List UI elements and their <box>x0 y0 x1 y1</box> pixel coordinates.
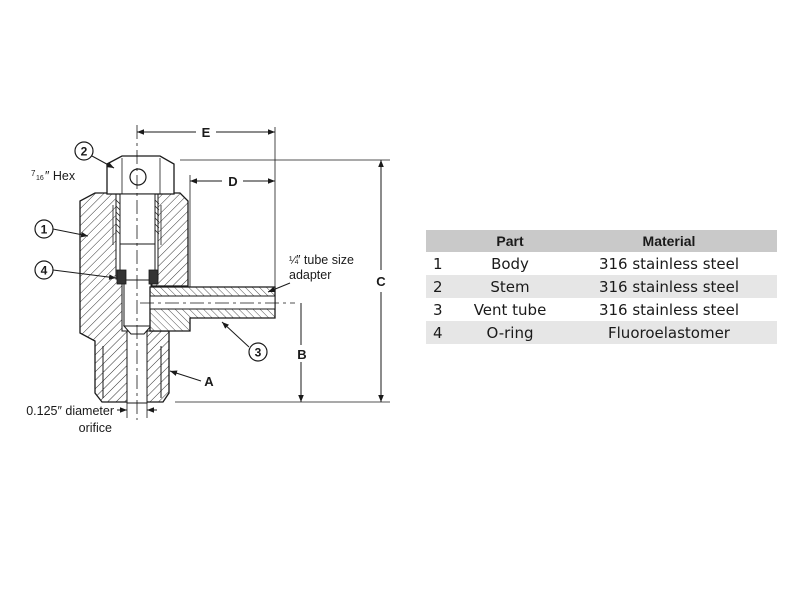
row-material: 316 stainless steel <box>598 254 740 273</box>
tube-size-label-line1: ″ tube size <box>296 253 354 267</box>
row-material: Fluoroelastomer <box>561 321 777 344</box>
balloon-1-label: 1 <box>41 223 48 237</box>
row-part: Body <box>491 254 529 273</box>
table-row: 1 Body 316 stainless steel <box>426 252 777 275</box>
orifice-callout: 0.125″ diameter orifice <box>26 403 157 435</box>
hex-fraction-numerator: 7 <box>31 169 36 178</box>
row-number: 1 <box>433 254 443 273</box>
header-number <box>426 230 459 252</box>
orifice-label-line1: 0.125″ diameter <box>26 404 114 418</box>
tube-size-callout: ¼ ″ tube size adapter <box>267 253 354 293</box>
valve-stem <box>106 125 175 420</box>
row-number: 2 <box>426 275 459 298</box>
balloon-2: 2 <box>74 141 115 169</box>
dimension-c-label: C <box>376 274 386 289</box>
row-material: 316 stainless steel <box>598 300 740 319</box>
balloon-3-label: 3 <box>255 346 262 360</box>
table-row: 3 Vent tube 316 stainless steel <box>426 298 777 321</box>
hex-fraction-denominator: 16 <box>36 175 44 182</box>
dimension-b-label: B <box>297 347 306 362</box>
row-number: 3 <box>433 300 443 319</box>
tube-size-fraction: ¼ <box>289 255 299 267</box>
dimension-c: C <box>376 160 386 402</box>
dimension-d: D <box>189 174 275 287</box>
balloon-3: 3 <box>221 321 268 362</box>
row-part: Stem <box>459 275 561 298</box>
row-part: O-ring <box>459 321 561 344</box>
row-material: 316 stainless steel <box>561 275 777 298</box>
table-row: 4 O-ring Fluoroelastomer <box>426 321 777 344</box>
orifice-label-line2: orifice <box>79 421 112 435</box>
balloon-2-label: 2 <box>81 145 88 159</box>
dimension-a-label: A <box>204 374 214 389</box>
balloon-4-label: 4 <box>41 264 48 278</box>
dimension-b: B <box>297 303 307 402</box>
header-part: Part <box>459 230 561 252</box>
parts-table: Part Material 1 Body 316 stainless steel… <box>426 230 777 344</box>
row-number: 4 <box>426 321 459 344</box>
balloon-1: 1 <box>34 219 89 239</box>
dimension-d-label: D <box>228 174 237 189</box>
o-ring <box>116 269 159 285</box>
vent-tube <box>140 286 295 332</box>
tube-size-label-line2: adapter <box>289 268 331 282</box>
table-row: 2 Stem 316 stainless steel <box>426 275 777 298</box>
balloon-4: 4 <box>34 260 117 280</box>
dimension-e-label: E <box>202 125 211 140</box>
parts-table-header: Part Material <box>426 230 777 252</box>
hex-callout: 7 16 ″ Hex <box>31 169 76 183</box>
header-material: Material <box>561 230 777 252</box>
hex-label: ″ Hex <box>45 169 76 183</box>
dimension-e: E <box>137 125 275 140</box>
row-part: Vent tube <box>473 300 547 319</box>
dimension-a: A <box>169 370 214 389</box>
